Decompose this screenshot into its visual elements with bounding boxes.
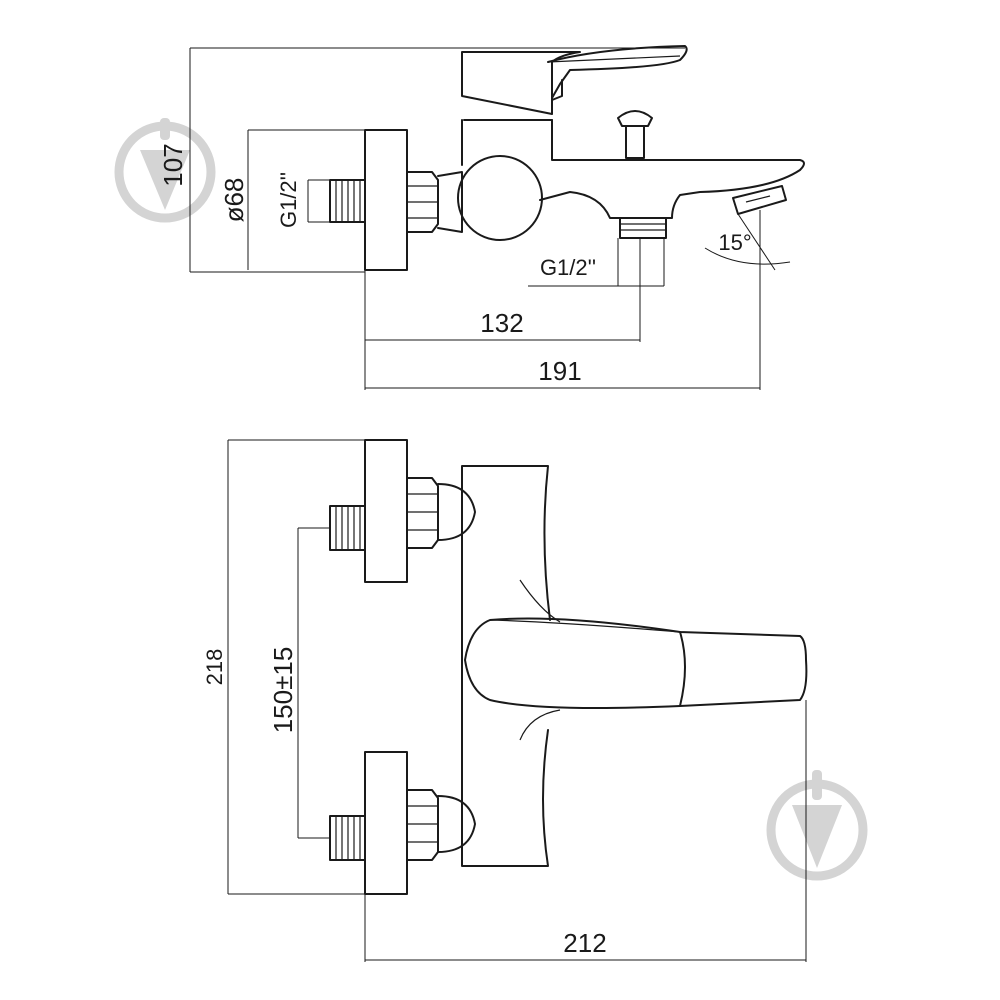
wall-flange-top-upper: [364, 439, 408, 583]
side-view: 107 ø68 G1/2'' G1/2'' 132: [158, 45, 805, 390]
dim-center-distance-label: 150±15: [268, 647, 298, 734]
eccentric-side: [437, 171, 463, 233]
aerator-side: [732, 185, 787, 215]
dim-depth-label: 212: [563, 928, 606, 958]
body-side: [457, 155, 543, 241]
dim-length-total-label: 191: [538, 356, 581, 386]
inlet-thread-top-upper: [329, 505, 366, 551]
dim-height: 107: [158, 47, 685, 273]
hex-nut-top-lower: [406, 789, 476, 861]
top-view: 218 150±15 212: [202, 439, 808, 962]
watermark-top-left: [114, 118, 216, 223]
dim-length-outlet-label: 132: [480, 308, 523, 338]
dim-length-outlet: 132: [364, 238, 641, 390]
wall-flange-side: [364, 129, 408, 271]
dim-thread-inlet-label: G1/2'': [276, 172, 301, 228]
dim-diameter: ø68: [219, 129, 365, 270]
dim-height-label: 107: [158, 143, 188, 186]
dim-thread-inlet: G1/2'': [276, 172, 330, 228]
dim-thread-outlet-label: G1/2'': [540, 255, 596, 280]
dim-spout-angle: 15°: [704, 213, 791, 271]
dim-depth: 212: [364, 700, 807, 962]
dim-center-distance: 150±15: [268, 527, 330, 839]
shower-outlet-side: [619, 217, 667, 239]
dim-width: 218: [202, 439, 365, 895]
spout-side: [461, 119, 805, 219]
hex-nut-top-upper: [406, 477, 476, 549]
dim-length-total: 191: [365, 210, 761, 390]
inlet-thread-side: [329, 179, 366, 223]
hex-nut-side: [406, 171, 439, 233]
spout-top: [464, 617, 808, 709]
watermark-bottom-right: [766, 770, 868, 881]
dim-diameter-label: ø68: [219, 178, 249, 223]
dim-width-label: 218: [202, 649, 227, 686]
dim-thread-outlet: G1/2'': [528, 238, 665, 287]
body-top: [461, 465, 551, 867]
wall-flange-top-lower: [364, 751, 408, 895]
inlet-thread-top-lower: [329, 815, 366, 861]
handle-lever-side: [547, 45, 688, 99]
diverter-knob-side: [617, 110, 653, 159]
dim-spout-angle-label: 15°: [718, 230, 751, 255]
